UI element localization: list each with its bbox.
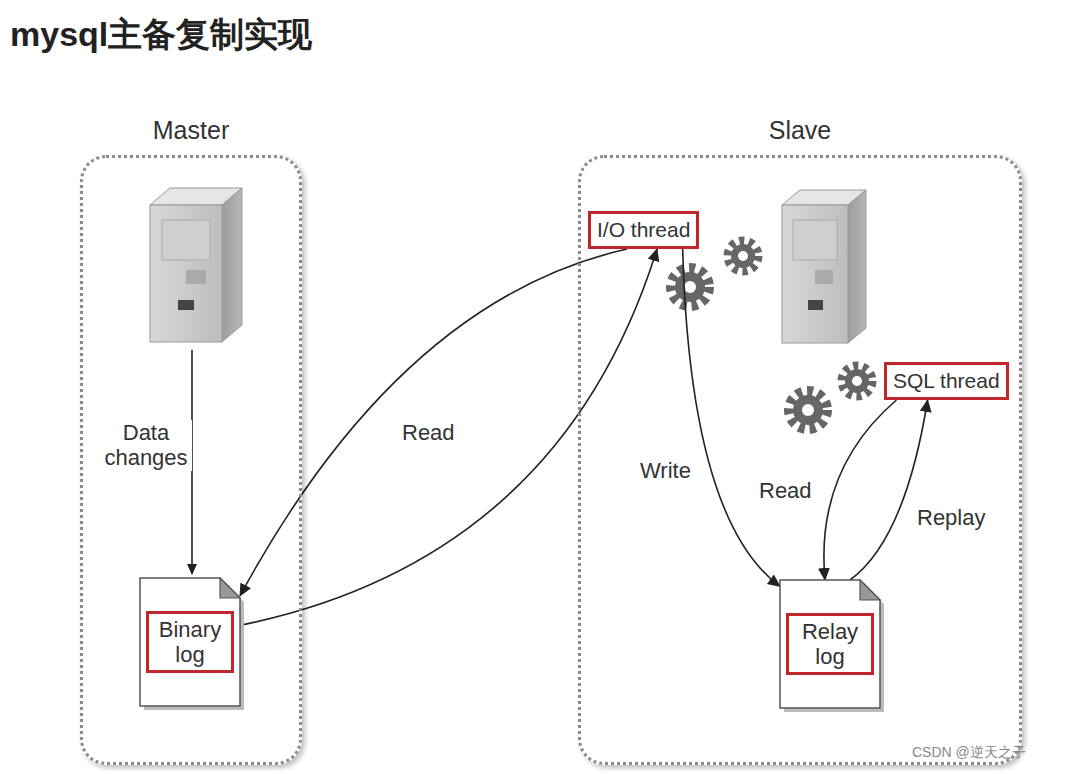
- thread-label: SQL thread: [893, 369, 1000, 392]
- server-icon: [150, 188, 242, 342]
- flow-arrow: [240, 249, 627, 596]
- thread-box: SQL thread: [884, 362, 1009, 400]
- watermark: CSDN @逆天之子: [912, 744, 1026, 762]
- edge-label: Write: [638, 458, 693, 483]
- flow-arrow: [850, 400, 928, 580]
- region-group: SlaveI/O threadSQL threadRelay log: [578, 110, 1022, 765]
- log-label: Binary log: [146, 611, 234, 674]
- edge-label: Replay: [915, 505, 987, 530]
- thread-box: I/O thread: [588, 211, 699, 249]
- log-label: Relay log: [786, 613, 874, 676]
- log-document: Binary log: [140, 578, 240, 706]
- thread-label: I/O thread: [597, 218, 690, 241]
- region-heading: Slave: [578, 116, 1022, 145]
- flow-label: Data changes: [100, 420, 192, 471]
- edge-label: Read: [400, 420, 457, 445]
- log-document: Relay log: [780, 580, 880, 708]
- edge-label: Read: [757, 478, 814, 503]
- page-title: mysql主备复制实现: [10, 12, 312, 58]
- flow-arrow: [683, 249, 780, 586]
- server-icon: [782, 190, 866, 343]
- flow-arrow: [240, 249, 657, 625]
- flow-arrow: [824, 400, 897, 580]
- gear-icon: [671, 241, 872, 429]
- region-heading: Master: [80, 116, 302, 145]
